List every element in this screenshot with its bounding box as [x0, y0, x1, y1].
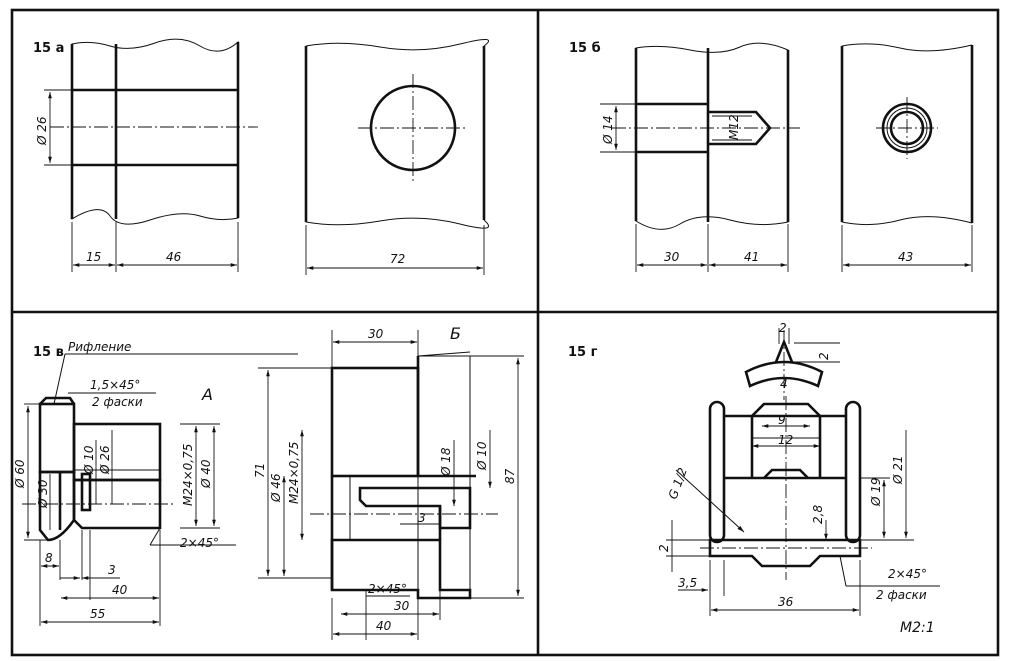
svg-text:Ø 30: Ø 30	[36, 479, 50, 509]
svg-text:41: 41	[744, 250, 759, 264]
svg-text:46: 46	[166, 250, 182, 264]
panel-title: 15 в	[33, 345, 64, 360]
part-b-dims: 30 71 Ø 46 М24×0,75 Ø 18 Ø 10 87 3 2×45°	[253, 327, 524, 640]
end-view	[304, 39, 489, 229]
part-a-dims: Ø 60 Ø 30 Ø 10 Ø 26 М24×0,75 Ø 40 2×45° …	[13, 403, 236, 626]
dimension-bottom: 30 41	[635, 224, 789, 272]
svg-text:2×45°: 2×45°	[180, 536, 219, 550]
sheet-frame	[10, 8, 1000, 657]
scale-label: М2:1	[900, 620, 935, 636]
panel-15v: 15 в Рифление 1,5×45° 2 фаски А Ø 60 Ø 3…	[13, 324, 524, 640]
svg-text:Ø 60: Ø 60	[13, 459, 27, 489]
panel-15g: 15 г 2 2 4	[568, 321, 940, 636]
part-b	[310, 351, 498, 600]
panel-15b: 15 б М12 Ø 14	[569, 41, 974, 272]
svg-text:2: 2	[817, 352, 831, 360]
svg-text:30: 30	[368, 327, 384, 341]
svg-text:2,8: 2,8	[811, 505, 825, 524]
svg-text:Ø 26: Ø 26	[35, 116, 49, 146]
fitting-dims: 9 12 G 1/2 Ø 19 Ø 21 2,8 2 3,5 36	[657, 413, 940, 636]
washer-detail: 2 2 4	[744, 321, 840, 400]
view-b-label: Б	[450, 324, 461, 343]
svg-text:Ø 26: Ø 26	[98, 445, 112, 475]
svg-text:40: 40	[112, 583, 128, 597]
svg-text:72: 72	[390, 252, 405, 266]
dimension-w72: 72	[305, 225, 485, 275]
svg-text:Ø 14: Ø 14	[601, 115, 615, 145]
svg-text:43: 43	[898, 250, 913, 264]
svg-text:Ø 40: Ø 40	[199, 459, 213, 489]
svg-text:2 фаски: 2 фаски	[876, 588, 927, 602]
chamfer-count: 2 фаски	[92, 395, 143, 409]
end-view	[840, 43, 974, 226]
svg-text:9: 9	[778, 413, 786, 427]
svg-text:55: 55	[90, 607, 105, 621]
panel-title: 15 г	[568, 345, 598, 360]
svg-text:3: 3	[418, 511, 426, 525]
svg-text:Ø 19: Ø 19	[869, 477, 883, 507]
svg-text:М24×0,75: М24×0,75	[181, 444, 195, 506]
panel-title: 15 а	[33, 41, 64, 56]
view-a-label: А	[201, 385, 213, 404]
svg-text:30: 30	[664, 250, 680, 264]
dimension-bottom: 15 46	[71, 222, 239, 272]
dimension-w43: 43	[841, 225, 973, 272]
part-a	[22, 396, 176, 542]
svg-text:Ø 10: Ø 10	[475, 441, 489, 471]
dimension-d14: Ø 14	[600, 103, 636, 153]
svg-text:4: 4	[780, 377, 788, 391]
svg-text:Ø 21: Ø 21	[891, 455, 905, 485]
svg-text:2×45°: 2×45°	[368, 582, 407, 596]
fitting-body	[700, 396, 872, 580]
svg-text:Ø 18: Ø 18	[439, 447, 453, 477]
svg-text:М24×0,75: М24×0,75	[287, 442, 301, 504]
panel-title: 15 б	[569, 41, 601, 56]
knurl-label: Рифление	[68, 340, 131, 354]
svg-text:М12: М12	[727, 114, 741, 140]
svg-text:2: 2	[779, 321, 787, 335]
svg-text:Ø 10: Ø 10	[82, 445, 96, 475]
section-view	[50, 38, 258, 225]
svg-text:3: 3	[108, 563, 116, 577]
svg-text:12: 12	[778, 433, 793, 447]
svg-text:2×45°: 2×45°	[888, 567, 927, 581]
svg-text:2: 2	[657, 544, 671, 552]
svg-text:36: 36	[778, 595, 794, 609]
svg-text:15: 15	[86, 250, 101, 264]
dimension-d26: Ø 26	[35, 89, 72, 166]
panel-15a: 15 а Ø 26 15 46	[33, 38, 489, 275]
section-view: М12	[612, 42, 800, 230]
svg-text:Ø 46: Ø 46	[269, 473, 283, 503]
svg-text:87: 87	[503, 468, 517, 484]
svg-text:8: 8	[45, 551, 53, 565]
svg-text:71: 71	[253, 463, 267, 478]
svg-text:40: 40	[376, 619, 392, 633]
chamfer-label: 1,5×45°	[90, 378, 140, 392]
svg-text:3,5: 3,5	[678, 576, 697, 590]
svg-text:30: 30	[394, 599, 410, 613]
